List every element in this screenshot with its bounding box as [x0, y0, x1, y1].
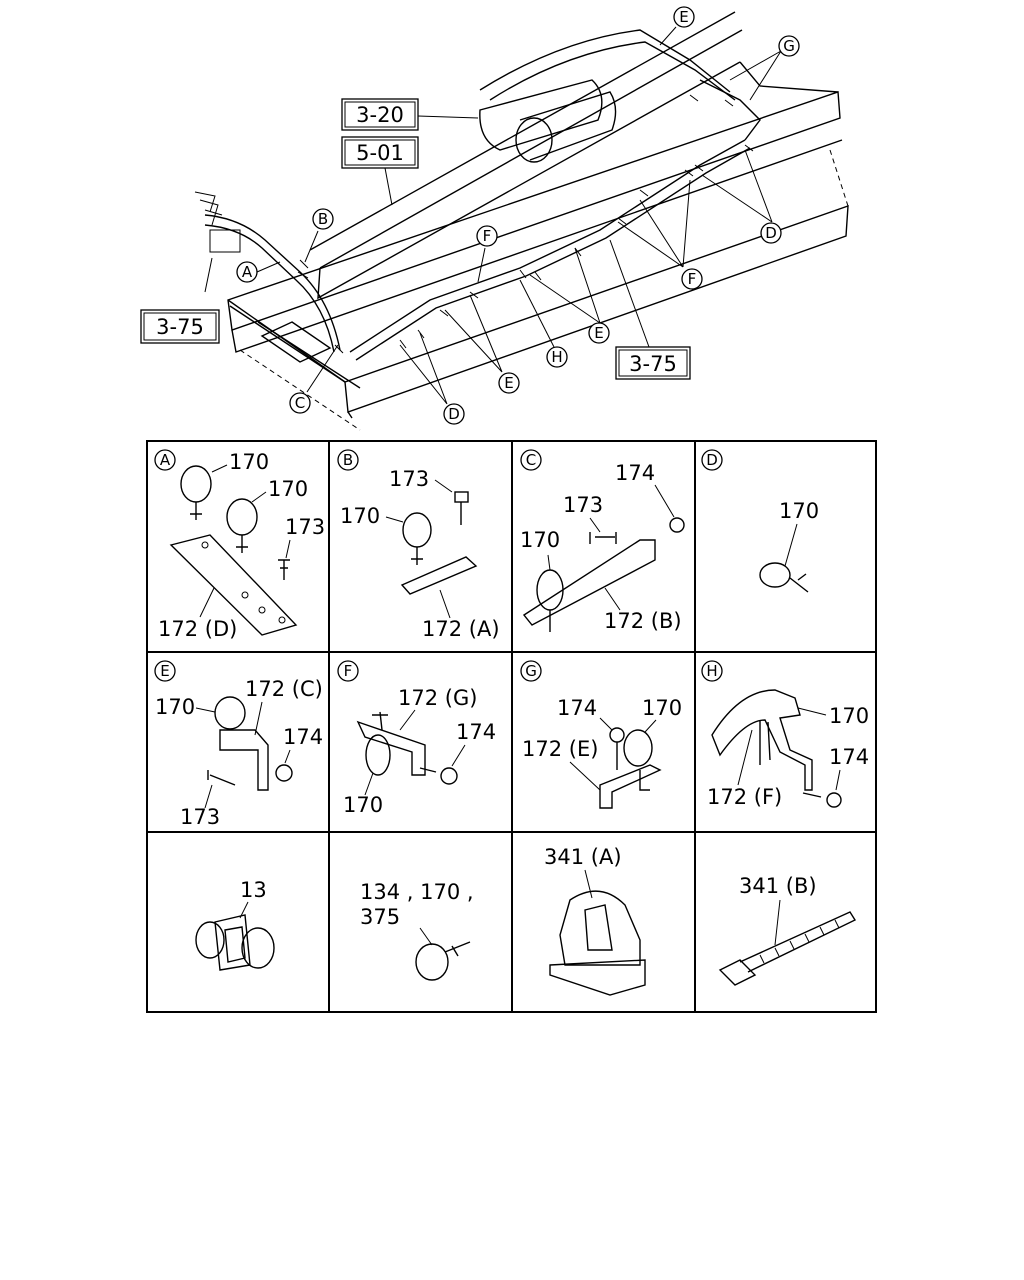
callout-letter: E [594, 324, 603, 342]
overview-callout-h: H [546, 346, 568, 368]
detail-grid [146, 440, 877, 1013]
overview-callout-e-mid: E [588, 322, 610, 344]
part-label-170: 170 [520, 528, 560, 552]
callout-letter: C [295, 394, 305, 412]
panel-part-134-170-375: 134 , 170 , 375 [360, 880, 474, 981]
part-label-174: 174 [829, 745, 869, 769]
part-label-172-d: 172 (D) [158, 617, 237, 641]
callout-letter: A [242, 263, 253, 281]
panel-letter: C [526, 451, 536, 469]
panel-d: D 170 [701, 449, 819, 593]
ref-label: 5-01 [356, 141, 404, 165]
panel-letter: A [160, 451, 171, 469]
part-label-173: 173 [285, 515, 325, 539]
panel-g: G 174 170 172 (E) [520, 660, 682, 809]
ref-box-5-01: 5-01 [341, 136, 419, 169]
part-label-170: 170 [268, 477, 308, 501]
panel-part-341-a: 341 (A) [544, 845, 646, 996]
ref-label: 3-20 [356, 103, 404, 127]
ref-label: 3-75 [629, 352, 677, 376]
panel-letter: B [343, 451, 353, 469]
overview-callout-f-left: F [476, 225, 498, 247]
part-label-134-170: 134 , 170 , [360, 880, 474, 904]
part-label-375: 375 [360, 905, 400, 929]
part-label-173: 173 [563, 493, 603, 517]
callout-letter: E [679, 8, 688, 26]
panel-a: A 170 170 173 172 (D) [154, 449, 325, 641]
part-label-341-b: 341 (B) [739, 874, 817, 898]
ref-box-3-75-right: 3-75 [615, 346, 691, 380]
panel-letter: G [525, 662, 537, 680]
part-label-170: 170 [829, 704, 869, 728]
panel-part-13: 13 [195, 878, 275, 971]
part-label-173: 173 [389, 467, 429, 491]
overview-callout-e-top: E [673, 6, 695, 28]
callout-letter: D [448, 405, 460, 423]
overview-callout-b: B [312, 208, 334, 230]
panel-part-341-b: 341 (B) [718, 874, 857, 986]
callout-letter: F [688, 270, 697, 288]
ref-label: 3-75 [156, 315, 204, 339]
overview-callout-c: C [289, 392, 311, 414]
callout-letter: B [318, 210, 328, 228]
panel-e: E 170 172 (C) 174 173 [154, 660, 323, 829]
part-label-170: 170 [343, 793, 383, 817]
callout-letter: G [783, 37, 795, 55]
callout-letter: F [483, 227, 492, 245]
panel-letter: D [706, 451, 718, 469]
overview-callout-a: A [236, 261, 258, 283]
panel-b: B 173 170 172 (A) [337, 449, 500, 641]
part-label-341-a: 341 (A) [544, 845, 622, 869]
ref-box-3-20: 3-20 [341, 98, 419, 131]
panel-letter: E [160, 662, 169, 680]
part-label-170: 170 [229, 450, 269, 474]
part-label-174: 174 [283, 725, 323, 749]
part-label-173: 173 [180, 805, 220, 829]
overview-callout-g: G [778, 35, 800, 57]
overview-callout-d-right: D [760, 222, 782, 244]
part-label-174: 174 [456, 720, 496, 744]
part-label-13: 13 [240, 878, 267, 902]
overview-callout-d-low: D [443, 403, 465, 425]
part-label-174: 174 [557, 696, 597, 720]
part-label-174: 174 [615, 461, 655, 485]
panel-f: F 172 (G) 174 170 [337, 660, 496, 817]
panel-c: C 174 173 170 172 (B) [520, 449, 685, 633]
part-label-172-c: 172 (C) [245, 677, 323, 701]
part-label-172-b: 172 (B) [604, 609, 682, 633]
part-label-170: 170 [340, 504, 380, 528]
callout-letter: E [504, 374, 513, 392]
part-label-170: 170 [642, 696, 682, 720]
part-label-172-a: 172 (A) [422, 617, 500, 641]
part-label-172-g: 172 (G) [398, 686, 477, 710]
overview-callout-f-right: F [681, 268, 703, 290]
overview-callout-e-low: E [498, 372, 520, 394]
panel-letter: F [344, 662, 353, 680]
part-label-170: 170 [155, 695, 195, 719]
panel-h: H 170 174 172 (F) [701, 660, 869, 809]
part-label-170: 170 [779, 499, 819, 523]
panel-letter: H [706, 662, 717, 680]
chassis-overview [194, 11, 849, 431]
ref-box-3-75-left: 3-75 [140, 309, 220, 344]
callout-letter: H [551, 348, 562, 366]
part-label-172-e: 172 (E) [522, 737, 598, 761]
part-label-172-f: 172 (F) [707, 785, 782, 809]
callout-letter: D [765, 224, 777, 242]
